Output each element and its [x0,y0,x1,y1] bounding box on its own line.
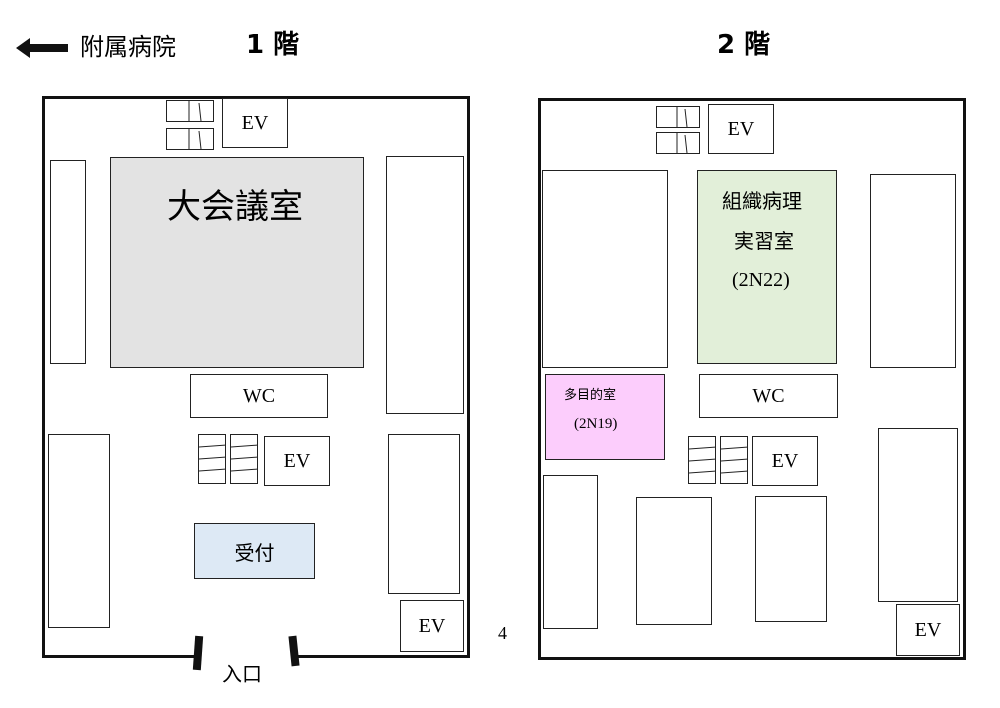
elevator-f2-bottom: EV [896,604,960,656]
stairs-icon [688,436,716,484]
main-conference-hall[interactable]: 大会議室 [110,157,364,368]
floor2-title: 2 階 [717,30,771,60]
elevator-f2-top: EV [708,104,774,154]
floor1-title: 1 階 [246,30,300,60]
multipurpose-label-line2: (2N19) [574,416,618,432]
room-f2-bottom-right [755,496,827,622]
stairs-icon [656,132,700,154]
page-number: 4 [498,623,507,643]
room-f2-left-upper [542,170,668,368]
stairs-icon [166,100,214,122]
reception[interactable]: 受付 [194,523,315,579]
stairs-icon [720,436,748,484]
entrance-label: 入口 [222,662,262,686]
stairs-icon [230,434,258,484]
door-post-icon [192,635,204,671]
room-f2-bottom-center [636,497,712,625]
histology-label-line3: (2N22) [732,269,790,291]
wc-label: WC [752,384,785,407]
room-f1-right-lower [388,434,460,594]
stairs-icon [166,128,214,150]
stairs-icon [198,434,226,484]
elevator-label: EV [418,614,446,637]
histology-lab[interactable]: 組織病理 実習室 (2N22) [697,170,837,364]
room-f1-left-lower [48,434,110,628]
elevator-label: EV [727,117,755,140]
elevator-label: EV [914,618,942,641]
elevator-label: EV [241,111,269,134]
arrow-left-icon[interactable] [16,36,68,60]
room-f1-left-upper [50,160,86,364]
room-f2-right-lower [878,428,958,602]
entrance-gap [200,654,292,660]
wc-f2: WC [699,374,838,418]
elevator-f1-mid: EV [264,436,330,486]
elevator-f2-mid: EV [752,436,818,486]
elevator-f1-top: EV [222,98,288,148]
histology-label-line1: 組織病理 [722,189,802,213]
wc-f1: WC [190,374,328,418]
main-hall-label: 大会議室 [167,187,303,227]
room-f2-bottom-left [543,475,598,629]
multipurpose-room[interactable]: 多目的室 (2N19) [545,374,665,460]
wc-label: WC [242,384,276,407]
hospital-link[interactable]: 附属病院 [80,35,176,61]
reception-label: 受付 [234,540,275,565]
multipurpose-label-line1: 多目的室 [564,388,617,403]
histology-label-line2: 実習室 [734,229,794,253]
room-f2-right-upper [870,174,956,368]
stairs-icon [656,106,700,128]
elevator-label: EV [771,449,799,472]
elevator-label: EV [283,449,311,472]
elevator-f1-bottom: EV [400,600,464,652]
room-f1-right-upper [386,156,464,414]
